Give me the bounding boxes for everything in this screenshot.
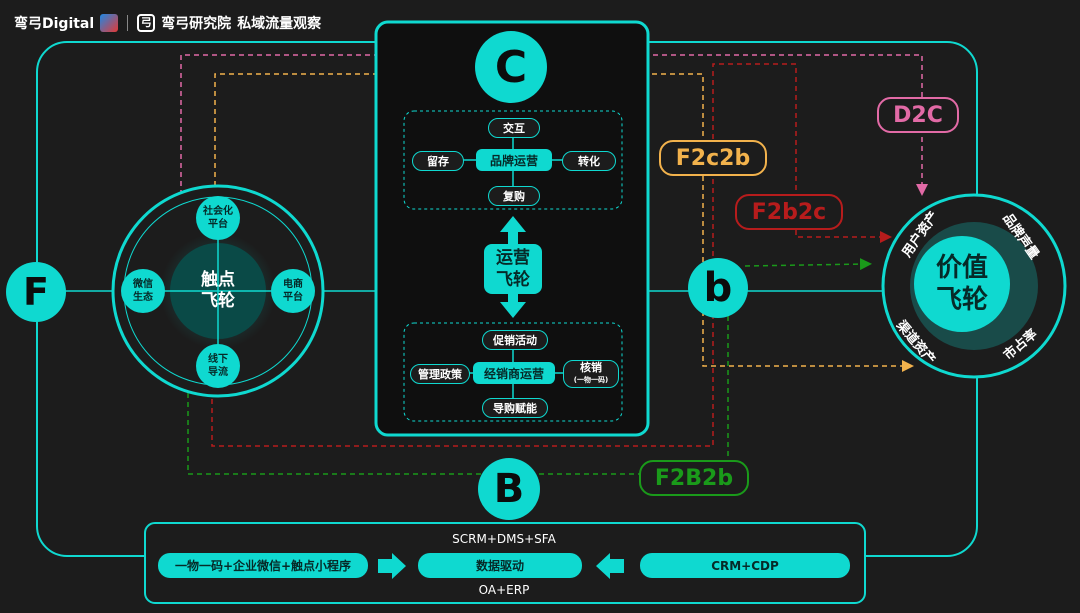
bottom-left-pill: 一物一码+企业微信+触点小程序	[158, 553, 368, 578]
letter-b-big: B	[478, 458, 540, 520]
arrow-right-icon	[378, 553, 406, 579]
dealer-ops-guide-enablement: 导购赋能	[482, 398, 548, 418]
brand-logo-icon	[100, 14, 119, 32]
brand-ops-conversion: 转化	[562, 151, 616, 171]
divider	[127, 15, 129, 31]
f2b2b-line	[187, 300, 729, 475]
brand-ops-retention: 留存	[412, 151, 464, 171]
f2b2c-line	[211, 63, 892, 447]
dealer-ops-verification-label: 核销	[580, 361, 602, 374]
tag-f2c2b: F2c2b	[659, 140, 767, 176]
b-to-value-line	[744, 258, 872, 271]
node-social-platform: 社会化 平台	[196, 196, 240, 240]
bottom-bottom-label: OA+ERP	[478, 583, 530, 597]
institute-name: 弯弓研究院	[161, 16, 232, 32]
dealer-ops-promotion: 促销活动	[482, 330, 548, 350]
bottom-center-pill: 数据驱动	[418, 553, 582, 578]
letter-b-small: b	[688, 258, 748, 318]
header-title: 私域流量观察	[237, 16, 322, 32]
arrow-left-icon	[596, 553, 624, 579]
header: 弯弓Digital 弓 弯弓研究院 私域流量观察	[14, 10, 321, 36]
tag-f2b2c: F2b2c	[735, 194, 843, 230]
node-ecommerce-platform: 电商 平台	[271, 269, 315, 313]
dealer-ops-center: 经销商运营	[473, 362, 555, 384]
touch-flywheel-center: 触点 飞轮	[201, 270, 235, 311]
bottom-right-pill: CRM+CDP	[640, 553, 850, 578]
letter-f: F	[6, 262, 66, 322]
letter-c: C	[475, 31, 547, 103]
brand-ops-interaction: 交互	[488, 118, 540, 138]
institute-logo-icon: 弓	[137, 14, 156, 32]
value-flywheel-center: 价值 飞轮	[914, 236, 1010, 332]
dealer-ops-verification: 核销 (一物一码)	[563, 360, 619, 388]
dealer-ops-policy: 管理政策	[410, 364, 470, 384]
node-wechat-ecosystem: 微信 生态	[121, 269, 165, 313]
node-offline-traffic: 线下 导流	[196, 344, 240, 388]
brand-name: 弯弓Digital	[14, 16, 95, 32]
ops-flywheel: 运营 飞轮	[484, 244, 542, 294]
bottom-top-label: SCRM+DMS+SFA	[452, 532, 556, 546]
brand-ops-center: 品牌运营	[476, 149, 552, 171]
dealer-ops-verification-sub: (一物一码)	[573, 376, 609, 384]
tag-d2c: D2C	[877, 97, 959, 133]
brand-ops-repurchase: 复购	[488, 186, 540, 206]
tag-f2b2b: F2B2b	[639, 460, 749, 496]
